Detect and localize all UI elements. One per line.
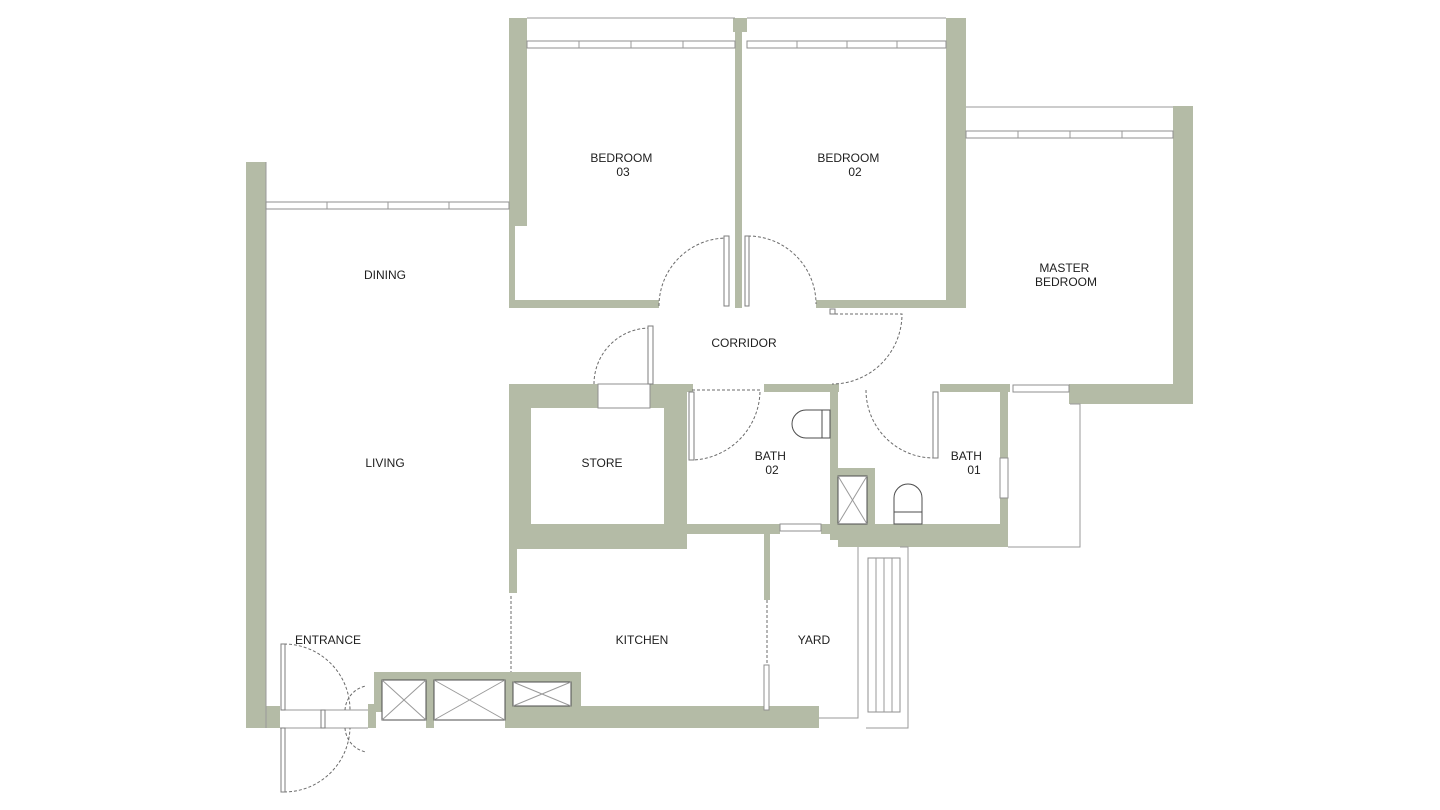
toilet-bath-02 bbox=[791, 409, 831, 439]
label-corridor: CORRIDOR bbox=[711, 336, 777, 350]
label-yard: YARD bbox=[798, 633, 831, 647]
service-shaft-1 bbox=[381, 679, 427, 721]
label-living: LIVING bbox=[365, 456, 404, 470]
windows bbox=[265, 40, 1174, 713]
label-bedroom-03: BEDROOM 03 bbox=[590, 151, 655, 179]
shower-bath-01 bbox=[837, 475, 868, 525]
door-entrance-outer-2 bbox=[344, 727, 367, 753]
label-bedroom-03-line1: BEDROOM bbox=[590, 151, 652, 165]
walls bbox=[246, 18, 1193, 728]
door-bath-01 bbox=[865, 389, 935, 459]
room-labels: BEDROOM 03 BEDROOM 02 MASTER BEDROOM DIN… bbox=[295, 151, 1097, 647]
window-kitchen-side bbox=[763, 664, 770, 711]
label-kitchen: KITCHEN bbox=[616, 633, 669, 647]
door-entrance-inner bbox=[283, 643, 351, 711]
service-shaft-2 bbox=[433, 679, 506, 721]
label-dining: DINING bbox=[364, 268, 406, 282]
label-bath-02-line1: BATH bbox=[755, 449, 786, 463]
door-store bbox=[593, 327, 651, 385]
window-bath-01-side bbox=[999, 457, 1009, 499]
label-master-bedroom: MASTER BEDROOM bbox=[1035, 261, 1097, 289]
label-bedroom-02-line1: BEDROOM bbox=[817, 151, 879, 165]
label-master-bedroom-line1: MASTER bbox=[1039, 261, 1089, 275]
label-bedroom-02: BEDROOM 02 bbox=[817, 151, 882, 179]
door-entrance-outer bbox=[283, 727, 351, 793]
service-shaft-3 bbox=[512, 681, 572, 707]
fixtures bbox=[381, 409, 923, 721]
door-bedroom-02 bbox=[747, 235, 817, 305]
label-bath-01-line2: 01 bbox=[967, 463, 981, 477]
label-bedroom-02-line2: 02 bbox=[848, 165, 862, 179]
light-outlines bbox=[265, 17, 1173, 729]
label-store: STORE bbox=[581, 456, 622, 470]
doors bbox=[280, 235, 939, 793]
door-entrance-inner-2 bbox=[344, 685, 367, 711]
label-bath-02: BATH 02 bbox=[755, 449, 789, 477]
window-store bbox=[597, 383, 651, 409]
label-master-bedroom-line2: BEDROOM bbox=[1035, 275, 1097, 289]
door-master-bedroom bbox=[830, 313, 903, 385]
door-bedroom-03 bbox=[658, 237, 728, 307]
toilet-bath-01 bbox=[893, 483, 923, 525]
label-entrance: ENTRANCE bbox=[295, 633, 361, 647]
door-bath-02 bbox=[691, 389, 761, 461]
label-bath-02-line2: 02 bbox=[765, 463, 779, 477]
window-bath-02 bbox=[779, 523, 822, 532]
label-bedroom-03-line2: 03 bbox=[616, 165, 630, 179]
label-bath-01-line1: BATH bbox=[951, 449, 982, 463]
window-bath-01 bbox=[1012, 384, 1070, 393]
label-bath-01: BATH 01 bbox=[951, 449, 985, 477]
